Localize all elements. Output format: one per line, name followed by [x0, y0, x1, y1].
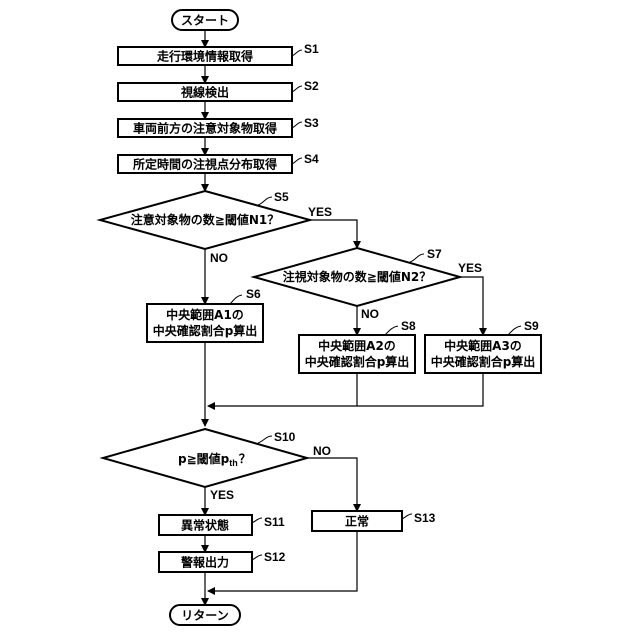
decision-s7-id: S7: [427, 247, 442, 261]
decision-s5-id: S5: [274, 190, 289, 204]
step-s13-label: 正常: [345, 514, 369, 529]
step-s9-label-line1: 中央範囲A3の: [444, 338, 522, 353]
decision-s5-yes: YES: [308, 205, 332, 219]
end-label: リターン: [181, 609, 228, 623]
arrow-s5-yes-s7: [310, 220, 357, 248]
step-s8-label-line1: 中央範囲A2の: [318, 338, 396, 353]
step-s2-id: S2: [304, 79, 319, 93]
step-s4-label: 所定時間の注視点分布取得: [133, 157, 277, 172]
arrow-s8-merge: [208, 373, 357, 406]
step-s6-leader: [230, 295, 242, 304]
step-s9-leader: [508, 326, 521, 335]
step-s3-label: 車両前方の注意対象物取得: [133, 121, 277, 136]
arrow-s7-yes-s9: [460, 277, 483, 335]
step-s11-id: S11: [264, 515, 285, 529]
step-s12-label: 警報出力: [180, 555, 229, 570]
decision-s5-label: 注意対象物の数≧閾値N1？: [131, 212, 279, 227]
decision-s10-id: S10: [274, 430, 296, 444]
step-s3-id: S3: [304, 116, 319, 130]
step-s11-label: 異常状態: [181, 518, 229, 533]
step-s3-leader: [292, 122, 302, 128]
line-s9-merge: [357, 373, 483, 406]
decision-s7-leader: [410, 254, 424, 262]
decision-s10-leader: [258, 436, 272, 443]
decision-s10-text-end: ？: [239, 452, 251, 466]
step-s2-label: 視線検出: [180, 85, 229, 100]
step-s12-leader: [252, 555, 262, 560]
decision-s7-yes: YES: [458, 261, 482, 275]
decision-s5-no: NO: [210, 251, 228, 265]
decision-s10-no: NO: [313, 444, 331, 458]
start-label: スタート: [181, 14, 229, 28]
step-s8-label-line2: 中央確認割合p算出: [305, 354, 410, 369]
decision-s10-text-main: p≧閾値p: [178, 451, 230, 466]
decision-s10-label-main: p≧閾値pth？: [178, 451, 251, 468]
step-s1-id: S1: [304, 42, 319, 56]
step-s4-id: S4: [304, 152, 319, 166]
step-s4-leader: [292, 158, 302, 164]
step-s2-leader: [292, 86, 302, 92]
decision-s10-yes: YES: [210, 488, 234, 502]
decision-s7-no: NO: [361, 307, 379, 321]
step-s1-label: 走行環境情報取得: [157, 49, 253, 64]
step-s8-leader: [385, 326, 398, 335]
step-s9-id: S9: [524, 319, 539, 333]
step-s6-label-line1: 中央範囲A1の: [166, 307, 244, 322]
decision-s5-leader: [258, 197, 272, 205]
step-s12-id: S12: [264, 550, 286, 564]
arrow-s10-no-s13: [307, 458, 357, 511]
step-s9-label-line2: 中央確認割合p算出: [431, 354, 536, 369]
step-s6-id: S6: [246, 287, 261, 301]
step-s6-label-line2: 中央確認割合p算出: [153, 323, 258, 338]
step-s11-leader: [252, 518, 262, 523]
step-s1-leader: [292, 50, 302, 56]
decision-s10-text-sub: th: [229, 458, 238, 468]
step-s13-id: S13: [414, 511, 436, 525]
step-s8-id: S8: [401, 319, 416, 333]
decision-s7-label: 注視対象物の数≧閾値N2？: [283, 269, 431, 284]
step-s13-leader: [402, 514, 412, 519]
